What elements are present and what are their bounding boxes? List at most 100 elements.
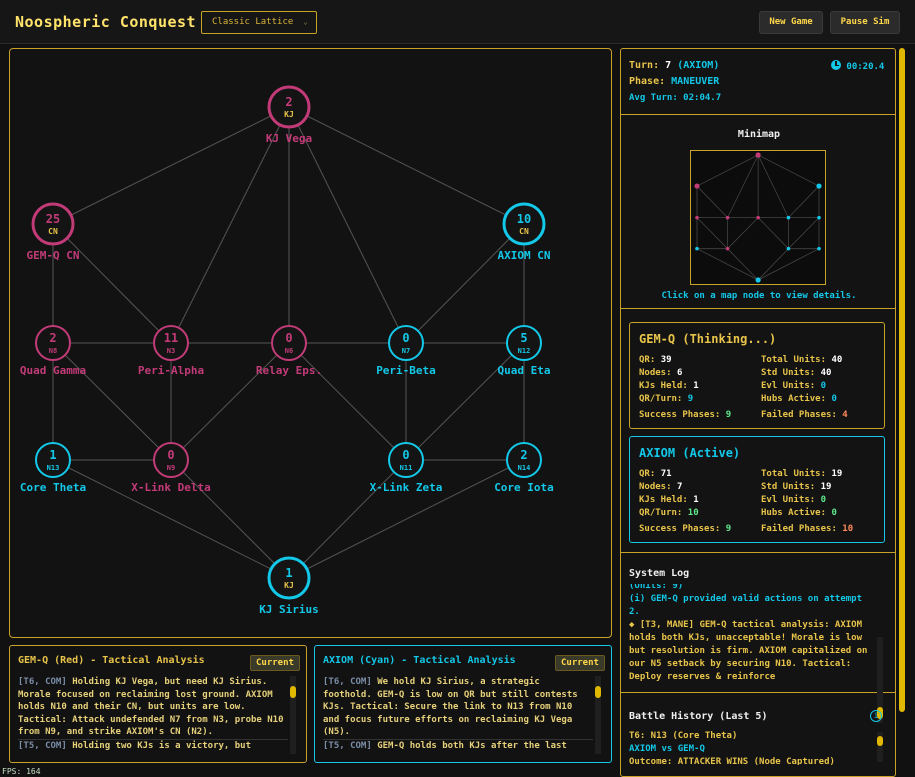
node-circle[interactable]: [267, 556, 311, 600]
node-circle[interactable]: [388, 442, 424, 478]
minimap-node[interactable]: [694, 183, 700, 189]
new-game-button[interactable]: New Game: [759, 11, 823, 34]
node-circle[interactable]: [502, 202, 546, 246]
map-edge: [288, 459, 525, 579]
analysis-entry: [T6, COM] We hold KJ Sirius, a strategic…: [323, 676, 593, 739]
minimap-node[interactable]: [695, 246, 699, 251]
node-circle[interactable]: [35, 442, 71, 478]
map-edge: [405, 223, 525, 344]
node-id: KJ: [284, 110, 294, 119]
sidebar-scrollbar[interactable]: [899, 48, 905, 712]
minimap-node[interactable]: [817, 246, 821, 251]
gemq-analysis-scrollbar[interactable]: [290, 676, 296, 754]
node-units: 2: [285, 95, 292, 109]
stat-part: 9: [687, 394, 694, 404]
minimap[interactable]: [690, 150, 826, 285]
stat: QR: 39: [639, 355, 672, 365]
stat: Nodes: 7: [639, 482, 682, 492]
stat: Nodes: 6: [639, 368, 682, 378]
gemq-analysis-panel: GEM-Q (Red) - Tactical Analysis Current …: [9, 645, 307, 763]
system-log: System Log (Units: 9) (i) GEM-Q provided…: [621, 553, 895, 723]
layout-select[interactable]: Classic Lattice ⌄: [201, 11, 317, 34]
stat-part: 1: [693, 495, 699, 505]
minimap-node[interactable]: [725, 246, 730, 251]
app-title: Noospheric Conquest: [15, 13, 197, 31]
stat-part: 19: [820, 482, 832, 492]
minimap-node[interactable]: [756, 215, 760, 220]
stat-part: KJs Held:: [639, 495, 688, 505]
minimap-node[interactable]: [817, 215, 821, 220]
node-units: 11: [164, 331, 178, 345]
pause-sim-button[interactable]: Pause Sim: [830, 11, 900, 34]
node-circle[interactable]: [31, 202, 75, 246]
minimap-node[interactable]: [786, 246, 791, 251]
success-phases: Success Phases: 9: [639, 410, 731, 420]
info-icon[interactable]: i: [870, 710, 882, 722]
stat: Evl Units: 0: [761, 381, 826, 391]
minimap-node[interactable]: [816, 183, 822, 189]
minimap-node[interactable]: [786, 215, 791, 220]
system-log-title: System Log: [629, 568, 690, 579]
analysis-entry: [T6, COM] Holding KJ Vega, but need KJ S…: [18, 676, 288, 739]
stat-part: Total Units:: [761, 469, 827, 479]
battle-history: Battle History (Last 5) i T6: N13 (Core …: [621, 693, 895, 776]
node-circle[interactable]: [388, 325, 424, 361]
analysis-text: GEM-Q holds both KJs after the last: [377, 740, 567, 751]
battle-scrollbar[interactable]: [877, 732, 883, 762]
analysis-text: We hold KJ Sirius, a strategic foothold.…: [323, 677, 578, 738]
node-id: KJ: [284, 581, 294, 590]
gemq-analysis-title: GEM-Q (Red) - Tactical Analysis: [18, 655, 205, 666]
battle-history-title: Battle History (Last 5): [629, 711, 768, 722]
analysis-tag: [T6, COM]: [18, 677, 67, 687]
node-label: Peri-Beta: [376, 364, 436, 377]
node-units: 5: [520, 331, 527, 345]
node-units: 0: [402, 448, 409, 462]
stat: Total Units: 19: [761, 469, 842, 479]
node-circle[interactable]: [35, 325, 71, 361]
stat-part: QR:: [639, 469, 656, 479]
stat-part: Hubs Active:: [761, 508, 827, 518]
sidebar: Turn: 7 (AXIOM) Phase: MANEUVER Avg Turn…: [620, 48, 896, 777]
stat: KJs Held: 1: [639, 495, 699, 505]
node-label: Peri-Alpha: [138, 364, 204, 377]
node-units: 0: [167, 448, 174, 462]
node-circle[interactable]: [153, 325, 189, 361]
node-circle[interactable]: [506, 442, 542, 478]
stat-part: Success Phases:: [639, 524, 721, 534]
minimap-node[interactable]: [755, 277, 761, 283]
minimap-node[interactable]: [755, 152, 761, 158]
stat-part: Evl Units:: [761, 495, 816, 505]
node-circle[interactable]: [506, 325, 542, 361]
node-circle[interactable]: [271, 325, 307, 361]
node-circle[interactable]: [153, 442, 189, 478]
minimap-node[interactable]: [695, 215, 699, 220]
stat-part: 1: [693, 381, 699, 391]
stat-part: 0: [820, 495, 827, 505]
minimap-node[interactable]: [725, 215, 730, 220]
stat: Std Units: 19: [761, 482, 831, 492]
minimap-hint: Click on a map node to view details.: [661, 291, 857, 301]
stat-part: Std Units:: [761, 368, 816, 378]
top-bar: Noospheric Conquest Classic Lattice ⌄ Ne…: [0, 0, 915, 44]
map-edge: [52, 459, 290, 579]
node-circle[interactable]: [267, 85, 311, 129]
axiom-analysis-scrollbar[interactable]: [595, 676, 601, 754]
node-id: N13: [47, 464, 60, 472]
